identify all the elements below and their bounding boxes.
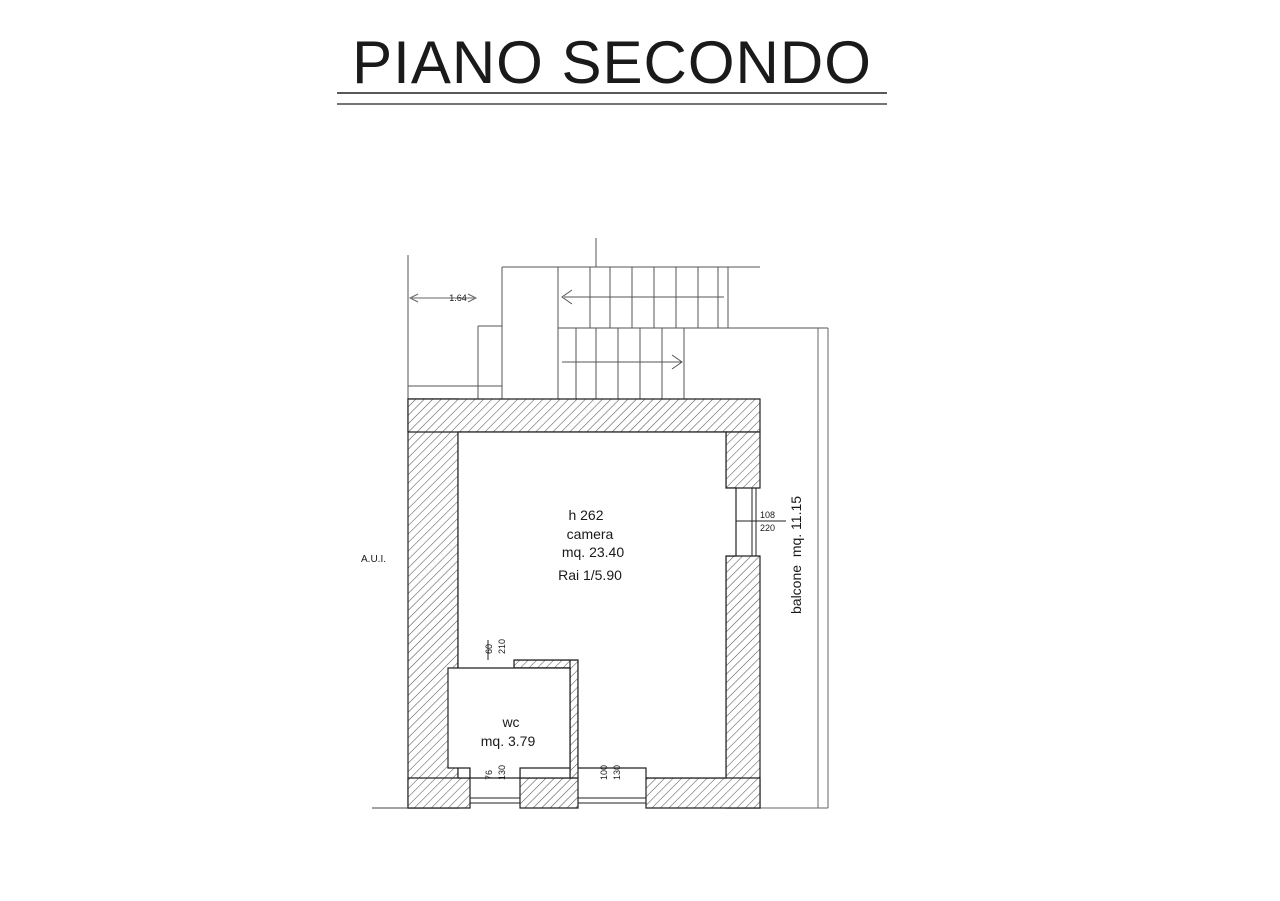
wall-wc-top-right	[513, 659, 579, 669]
wc-name: wc	[501, 714, 519, 730]
wall-bottom-right	[645, 777, 761, 809]
wc-area: mq. 3.79	[481, 733, 536, 749]
wc-label: wc mq. 3.79	[481, 714, 536, 749]
wc-window-width: 76	[484, 770, 494, 780]
staircase	[407, 238, 828, 399]
camera-window-height: 130	[612, 765, 622, 780]
page-title: PIANO SECONDO	[352, 29, 872, 96]
camera-height: h 262	[568, 507, 603, 523]
wall-right-upper	[725, 431, 761, 489]
wc-window-height: 130	[497, 765, 507, 780]
camera-window-width: 100	[599, 765, 609, 780]
wall-wc-right	[569, 659, 579, 779]
stair-dimension: 1.64	[449, 293, 467, 303]
room-outlines	[447, 431, 737, 779]
wc-door-width: 60	[484, 644, 494, 654]
balcony-label: balcone mq. 11.15	[788, 496, 804, 614]
camera-window	[578, 797, 646, 804]
balcony-door-width: 108	[760, 510, 775, 520]
wc-window	[470, 797, 520, 804]
camera-label: h 262 camera mq. 23.40 Rai 1/5.90	[558, 507, 624, 583]
wall-bottom-left	[407, 777, 471, 809]
balcony-outline	[760, 328, 829, 809]
wall-top	[407, 398, 761, 433]
wall-bottom-mid	[519, 777, 579, 809]
balcony-door-height: 220	[760, 523, 775, 533]
wc-door-height: 210	[497, 639, 507, 654]
exterior-walls	[407, 398, 761, 809]
camera-area: mq. 23.40	[562, 544, 624, 560]
neighbor-label: A.U.I.	[361, 554, 386, 565]
title-block: PIANO SECONDO	[337, 29, 887, 105]
camera-rai: Rai 1/5.90	[558, 567, 622, 583]
wall-right-lower	[725, 555, 761, 809]
camera-name: camera	[567, 526, 614, 542]
balcony-door	[736, 488, 786, 556]
